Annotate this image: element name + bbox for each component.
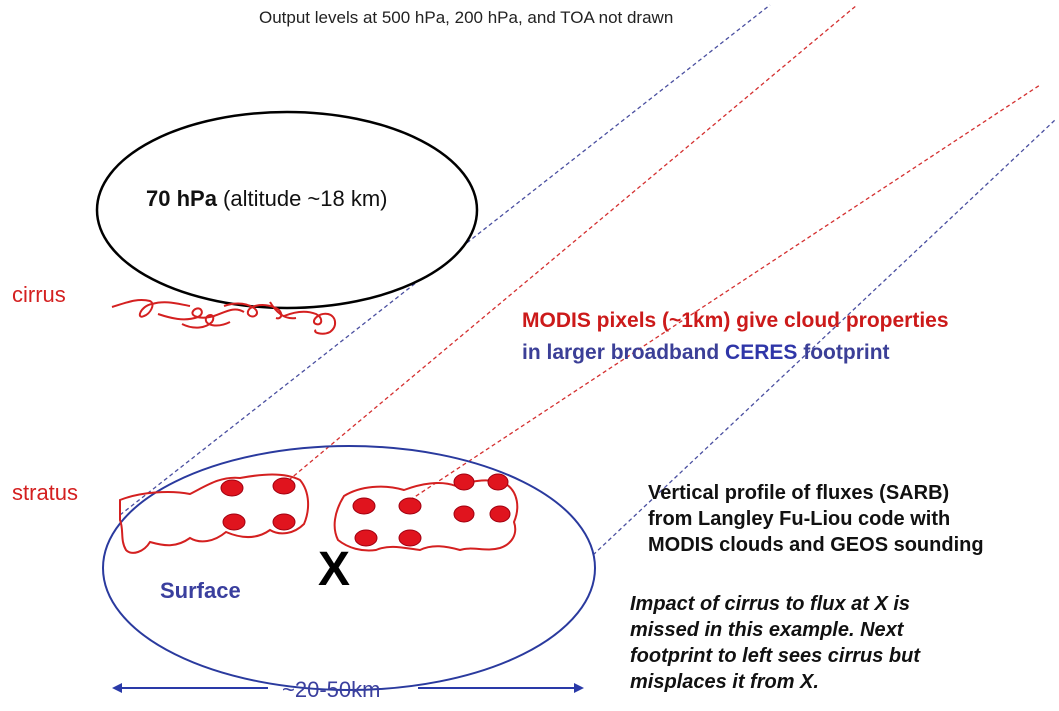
pressure-level-ellipse: [95, 110, 479, 310]
modis-pixel: [352, 497, 376, 515]
modis-note-rest: pixels (~1km) give cloud properties: [590, 309, 949, 332]
impact-note-line: footprint to left sees cirrus but: [630, 645, 921, 667]
cirrus-label: cirrus: [12, 282, 66, 307]
pressure-level-altitude: (altitude ~18 km): [216, 186, 388, 211]
modis-pixel: [220, 479, 244, 497]
cirrus-cloud-drawing: [111, 298, 336, 335]
stratus-cloud-drawing: [119, 473, 519, 554]
top-note: Output levels at 500 hPa, 200 hPa, and T…: [259, 8, 674, 27]
point-x-marker: X: [318, 543, 351, 596]
modis-pixel: [272, 477, 296, 495]
modis-note-end: footprint: [797, 341, 890, 364]
modis-note-line1: MODIS pixels (~1km) give cloud propertie…: [522, 309, 949, 333]
pressure-level-value: 70 hPa: [146, 186, 217, 211]
impact-note-line: missed in this example. Next: [630, 619, 904, 641]
impact-note-line: Impact of cirrus to flux at X is: [630, 593, 911, 615]
surface-label: Surface: [160, 578, 241, 603]
slant-line-red-2: [409, 84, 1041, 501]
pressure-level-label: 70 hPa (altitude ~18 km): [146, 186, 388, 212]
modis-pixels: [220, 473, 511, 547]
profile-note-line: MODIS clouds and GEOS sounding: [648, 534, 984, 556]
modis-pixel: [489, 505, 511, 523]
stratus-label: stratus: [12, 480, 79, 505]
modis-pixel: [453, 473, 475, 491]
modis-pixel: [272, 513, 296, 531]
ceres-word: CERES: [725, 341, 798, 364]
distance-label: ~20-50km: [282, 677, 381, 702]
impact-note: Impact of cirrus to flux at X is missed …: [630, 591, 920, 695]
slant-line-red-1: [282, 4, 858, 486]
profile-note-line: from Langley Fu-Liou code with: [648, 508, 951, 530]
slant-line-blue-2: [592, 119, 1056, 556]
profile-note: Vertical profile of fluxes (SARB) from L…: [648, 480, 984, 558]
modis-pixel: [354, 529, 378, 547]
modis-pixel: [222, 513, 246, 531]
modis-note-start: in larger broadband: [522, 341, 726, 364]
modis-note-line2: in larger broadband CERES footprint: [522, 341, 890, 365]
impact-note-line: misplaces it from X.: [630, 671, 819, 693]
modis-pixel: [487, 473, 509, 491]
modis-word: MODIS: [522, 309, 591, 332]
modis-pixel: [398, 497, 422, 515]
modis-pixel: [398, 529, 422, 547]
profile-note-line: Vertical profile of fluxes (SARB): [648, 482, 950, 504]
modis-pixel: [453, 505, 475, 523]
surface-footprint-ellipse: [102, 445, 596, 691]
